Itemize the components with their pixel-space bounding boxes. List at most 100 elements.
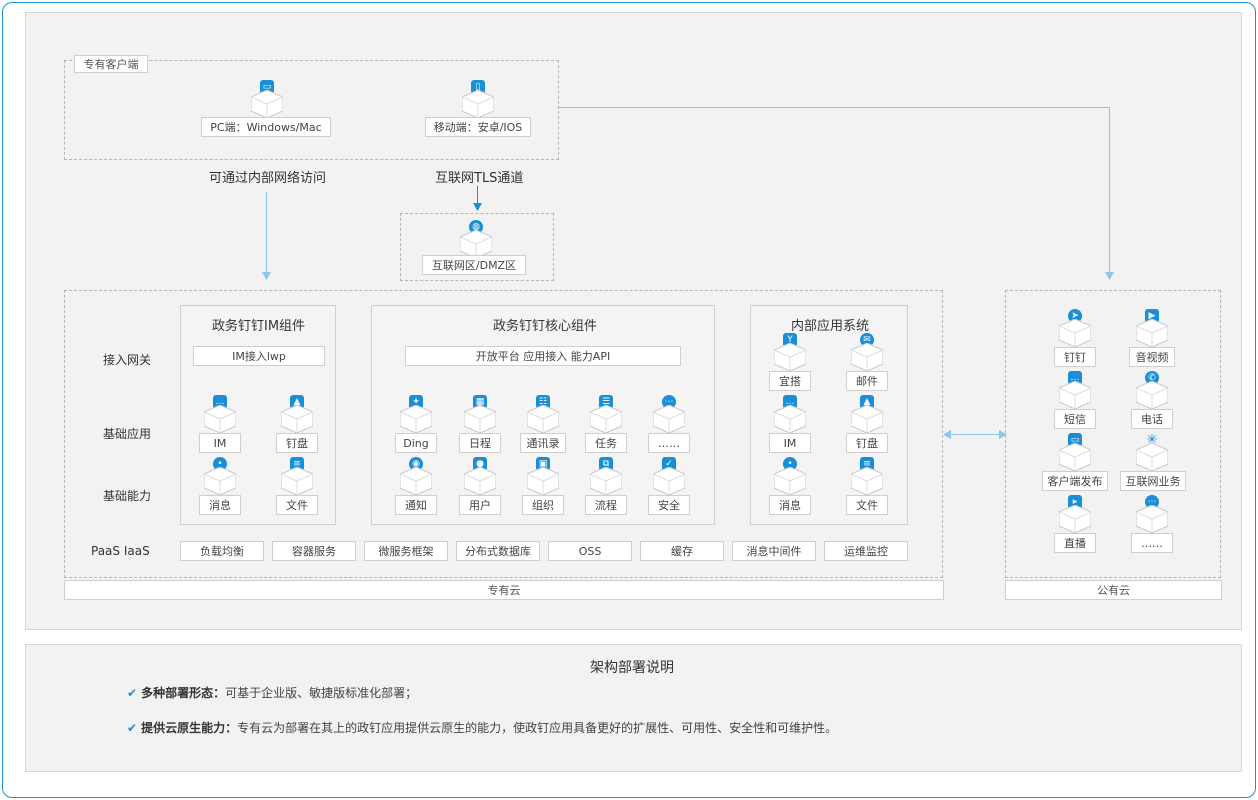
contacts-node: ☷ xyxy=(523,395,563,435)
message-icon: • xyxy=(783,457,797,471)
notes-title: 架构部署说明 xyxy=(590,660,674,676)
connector-tls xyxy=(477,186,478,206)
pc-node: ▭ xyxy=(247,80,287,120)
mail-icon: ✉ xyxy=(860,333,874,347)
arrow-down-icon xyxy=(262,272,271,280)
yida-node: Y xyxy=(770,333,810,373)
more-app-label: …… xyxy=(648,433,690,453)
internal-im-node: … xyxy=(770,395,810,435)
file-cap-node: ≡ xyxy=(277,457,317,497)
row-label-gateway: 接入网关 xyxy=(103,353,152,367)
dingtalk-node: ➤ xyxy=(1055,309,1095,349)
paas-item: 微服务框架 xyxy=(364,541,448,561)
sms-node: … xyxy=(1055,371,1095,411)
mobile-client-label: 移动端：安卓/IOS xyxy=(425,117,531,137)
connector-public-v xyxy=(1109,107,1110,273)
phone-label: 电话 xyxy=(1131,409,1173,429)
phone-node: ✆ xyxy=(1132,371,1172,411)
note-1-text: 可基于企业版、敏捷版标准化部署； xyxy=(225,686,418,700)
connector-bidirectional xyxy=(948,434,1002,435)
private-cloud-zone xyxy=(64,290,943,578)
monitor-icon: ▭ xyxy=(260,80,274,94)
row-label-base-apps: 基础应用 xyxy=(103,427,152,441)
internal-message-label: 消息 xyxy=(769,495,811,515)
internal-file-node: ≡ xyxy=(847,457,887,497)
check-icon: ✔ xyxy=(127,686,138,700)
star-icon: ✳ xyxy=(1146,432,1158,448)
live-icon: ▸ xyxy=(1068,495,1082,509)
phone-call-icon: ✆ xyxy=(1145,371,1159,385)
internal-message-node: • xyxy=(770,457,810,497)
note-1-bold: 多种部署形态： xyxy=(141,686,226,700)
internal-im-label: IM xyxy=(769,433,811,453)
paas-item: 负载均衡 xyxy=(180,541,264,561)
av-label: 音视频 xyxy=(1129,347,1175,367)
calendar-icon: ▦ xyxy=(473,395,487,409)
phone-icon: ▯ xyxy=(471,80,485,94)
connector-public-h xyxy=(559,107,1110,108)
org-label: 组织 xyxy=(522,495,564,515)
client-zone-tag: 专有客户端 xyxy=(74,55,148,73)
task-node: ☰ xyxy=(586,395,626,435)
im-gateway: IM接入lwp xyxy=(193,346,325,366)
pc-client-label: PC端：Windows/Mac xyxy=(201,117,331,137)
file-icon: ≡ xyxy=(290,457,304,471)
org-node: ▣ xyxy=(523,457,563,497)
av-node: ▶ xyxy=(1132,309,1172,349)
user-icon: ● xyxy=(473,457,487,471)
more-icon: ⋯ xyxy=(662,395,676,409)
arrow-left-icon xyxy=(943,430,951,439)
client-release-node: ▭ xyxy=(1055,433,1095,473)
disk-app-label: 钉盘 xyxy=(276,433,318,453)
sms-icon: … xyxy=(1068,371,1082,385)
bell-icon: ◉ xyxy=(409,457,423,471)
note-2-text: 专有云为部署在其上的政钉应用提供云原生的能力，使政钉应用具备更好的扩展性、可用性… xyxy=(237,721,838,735)
flow-icon: ⧉ xyxy=(599,457,613,471)
paas-item: 运维监控 xyxy=(824,541,908,561)
ding-node: ✦ xyxy=(396,395,436,435)
live-node: ▸ xyxy=(1055,495,1095,535)
check-icon: ✔ xyxy=(127,721,138,735)
im-app-node: … xyxy=(200,395,240,435)
public-cloud-label: 公有云 xyxy=(1005,580,1222,600)
video-icon: ▶ xyxy=(1145,309,1159,323)
live-label: 直播 xyxy=(1054,533,1096,553)
connector-internal xyxy=(266,192,267,274)
file-cap-label: 文件 xyxy=(276,495,318,515)
chat-icon: … xyxy=(213,395,227,409)
tls-channel-label: 互联网TLS通道 xyxy=(435,171,524,186)
internet-biz-label: 互联网业务 xyxy=(1120,471,1186,491)
file-icon: ≡ xyxy=(860,457,874,471)
paas-item: 分布式数据库 xyxy=(456,541,540,561)
row-label-base-caps: 基础能力 xyxy=(103,489,152,503)
ding-label: Ding xyxy=(395,433,437,453)
sms-label: 短信 xyxy=(1054,409,1096,429)
core-group-title: 政务钉钉核心组件 xyxy=(493,319,598,334)
public-more-node: ⋯ xyxy=(1132,495,1172,535)
dmz-zone xyxy=(400,213,554,281)
yida-label: 宜搭 xyxy=(769,371,811,391)
im-app-label: IM xyxy=(199,433,241,453)
task-icon: ☰ xyxy=(599,395,613,409)
drive-icon: ▲ xyxy=(290,395,304,409)
im-group-title: 政务钉钉IM组件 xyxy=(212,319,306,334)
public-more-label: …… xyxy=(1131,533,1173,553)
more-icon: ⋯ xyxy=(1145,495,1159,509)
notify-label: 通知 xyxy=(395,495,437,515)
private-cloud-label: 专有云 xyxy=(64,580,944,600)
flow-node: ⧉ xyxy=(586,457,626,497)
paas-item: 容器服务 xyxy=(272,541,356,561)
notify-node: ◉ xyxy=(396,457,436,497)
message-cap-node: • xyxy=(200,457,240,497)
yida-icon: Y xyxy=(783,333,797,347)
mail-label: 邮件 xyxy=(846,371,888,391)
schedule-node: ▦ xyxy=(460,395,500,435)
client-zone xyxy=(64,60,559,160)
contacts-label: 通讯录 xyxy=(520,433,566,453)
internal-file-label: 文件 xyxy=(846,495,888,515)
shield-icon: ✓ xyxy=(662,457,676,471)
row-label-paas: PaaS IaaS xyxy=(91,544,150,558)
message-cap-label: 消息 xyxy=(199,495,241,515)
chat-icon: … xyxy=(783,395,797,409)
dingtalk-label: 钉钉 xyxy=(1054,347,1096,367)
